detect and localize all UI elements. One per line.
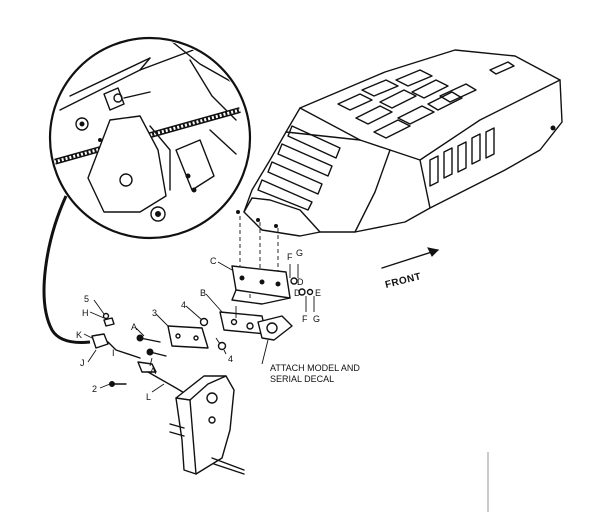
label-g-lower: G [313,314,320,324]
label-4-lower: 4 [228,354,233,364]
label-b: B [200,288,206,298]
label-k: K [76,330,82,340]
plate-3 [136,317,227,357]
bracket-c [231,265,291,305]
label-4-upper: 4 [181,300,186,310]
label-j: J [80,358,85,368]
label-f-upper: F [287,252,293,262]
decal-note-line2: SERIAL DECAL [270,374,334,384]
label-d-lower: D [294,288,301,298]
label-e: E [315,288,321,298]
label-c: C [210,256,217,266]
label-a-upper: A [131,322,137,332]
dash-mount [169,375,245,475]
callout-labels: C B A 3 4 4 A 5 H K J I 2 L F G D D E F … [76,248,360,402]
label-f-lower: F [302,314,308,324]
side-vents [429,127,495,187]
label-3: 3 [152,308,157,318]
label-g-upper: G [296,248,303,258]
front-slats [257,125,341,211]
label-h: H [82,308,89,318]
label-5: 5 [84,294,89,304]
leader-lines [83,261,269,393]
front-label: FRONT [384,271,423,291]
linkage-parts [91,312,187,395]
top-vents [337,61,515,139]
label-l: L [146,392,151,402]
decal-note-line1: ATTACH MODEL AND [270,363,360,373]
hood-fasteners [289,264,315,312]
label-2: 2 [92,384,97,394]
label-a-lower: A [150,366,156,376]
label-i: I [112,348,115,358]
front-arrow: FRONT [381,247,440,291]
detail-inset [42,36,252,344]
hinge-bracket-b [219,306,293,341]
label-d-upper: D [297,277,304,287]
hood [236,49,563,237]
